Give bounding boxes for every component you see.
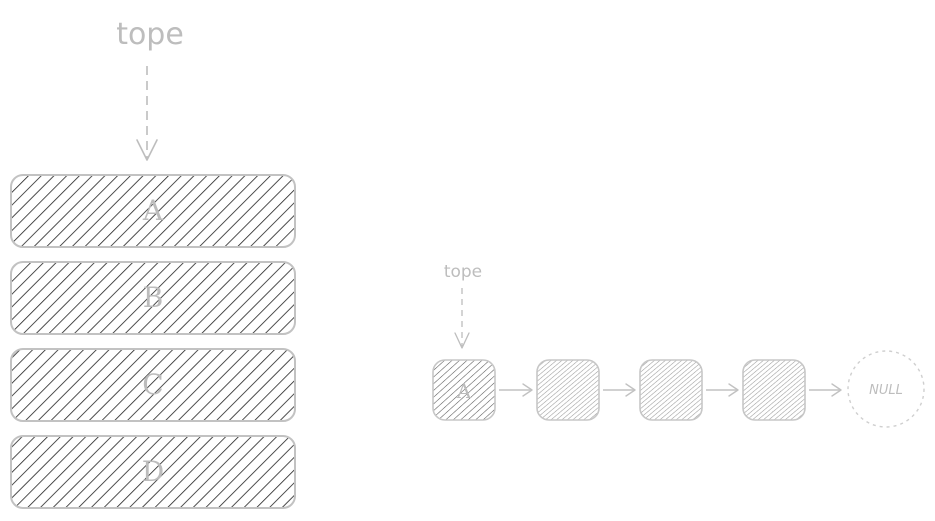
stack-item-label: D [142,455,164,488]
list-top-arrow [454,288,470,349]
list-arrow-3 [706,383,739,397]
list-node-1: A [432,359,496,421]
list-arrow-2 [603,383,636,397]
list-node-2 [536,359,600,421]
stack-item-label: A [142,194,164,227]
stack-item-c: C [10,348,296,422]
list-node-label: A [456,379,472,403]
stack-item-d: D [10,435,296,509]
stack-top-pointer-label: tope [116,17,184,52]
list-node-3 [639,359,703,421]
list-arrow-4 [809,383,842,397]
null-label: NULL [869,383,903,398]
stack-item-a: A [10,174,296,248]
stack-item-label: B [143,281,164,314]
stack-item-label: C [142,368,163,401]
list-arrow-1 [499,383,533,397]
list-null-terminator: NULL [847,350,925,428]
stack-item-b: B [10,261,296,335]
list-node-4 [742,359,806,421]
stack-top-arrow [136,66,158,161]
list-top-pointer-label: tope [444,262,482,282]
